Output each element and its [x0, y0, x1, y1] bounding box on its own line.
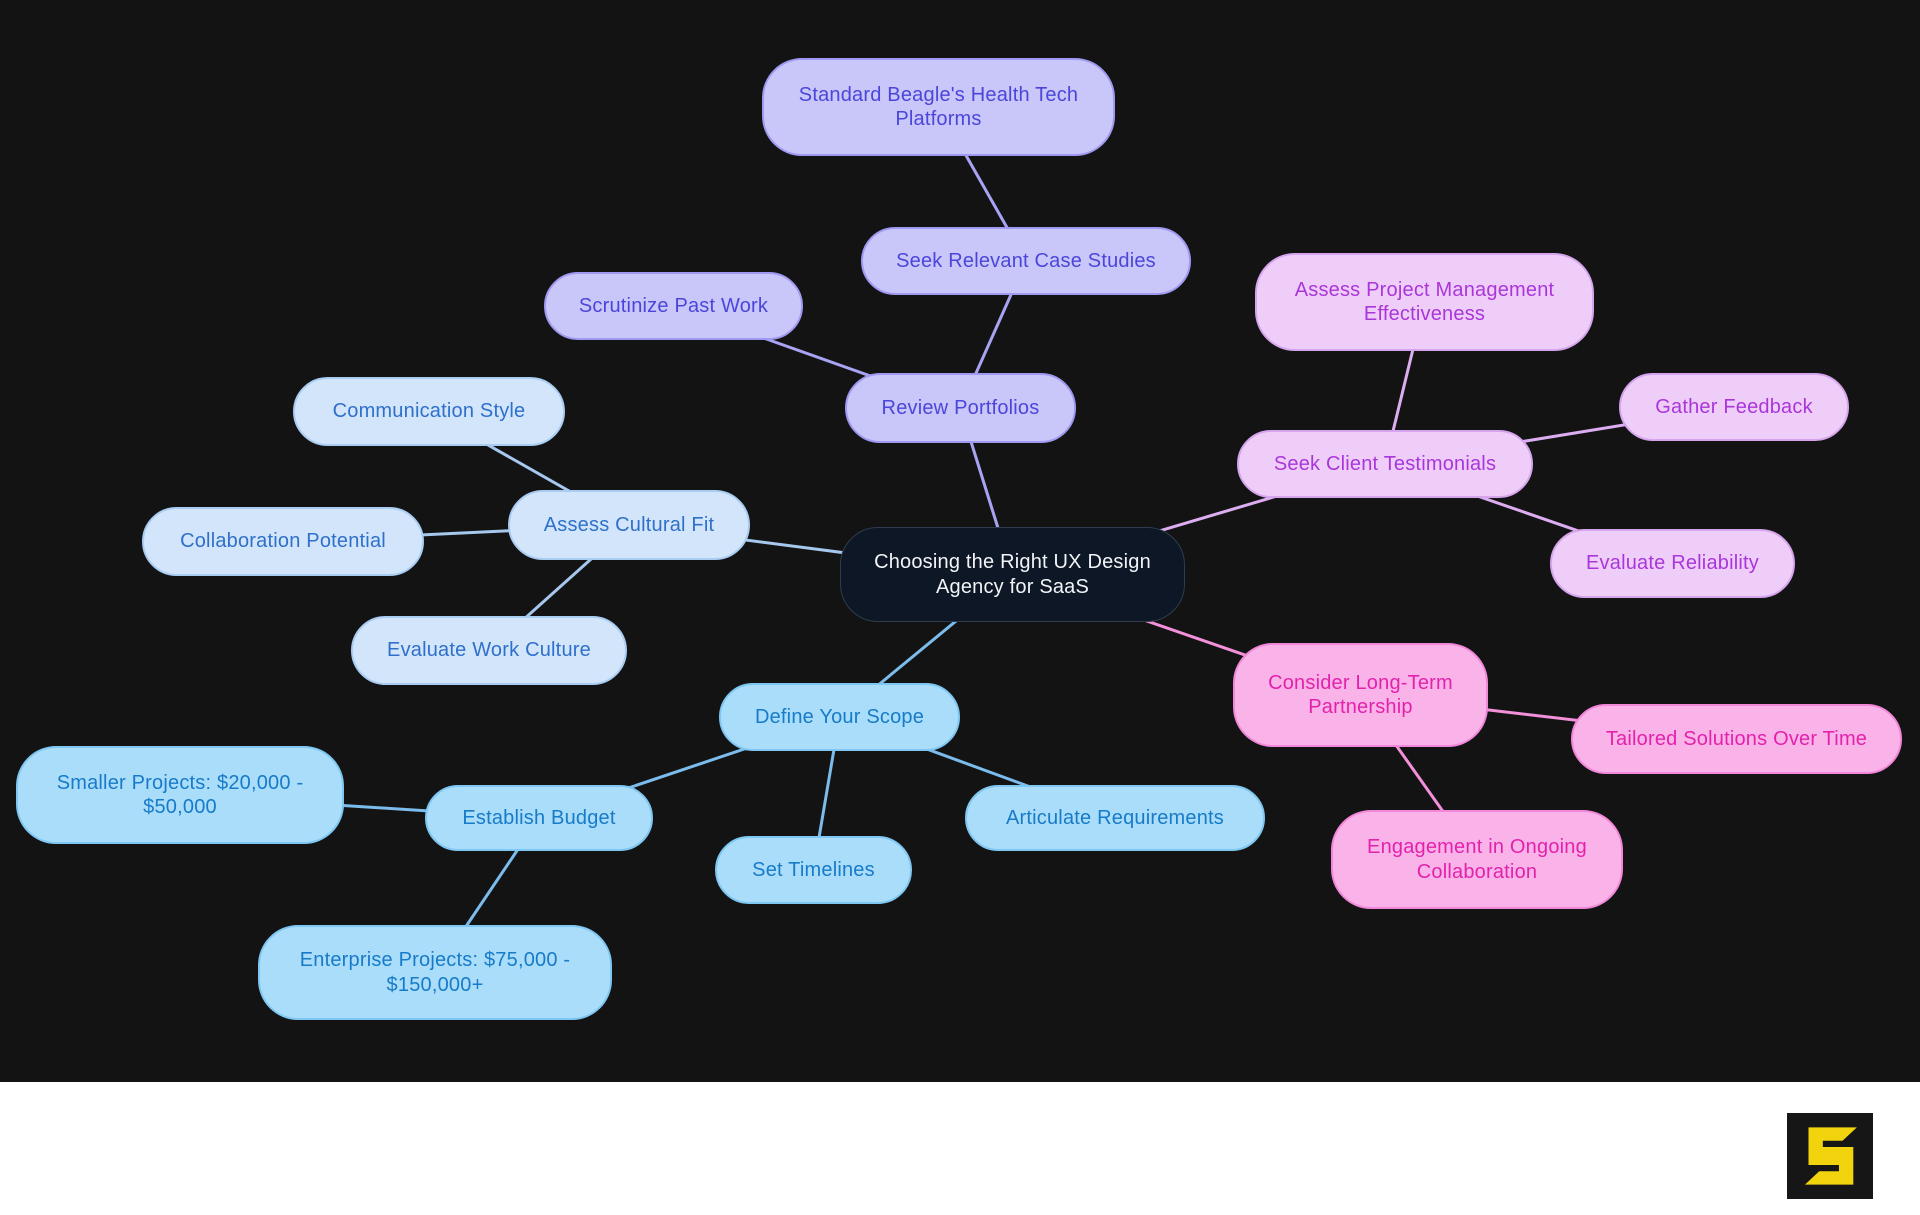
node-central[interactable]: Choosing the Right UX Design Agency for … [840, 527, 1185, 622]
node-smaller-projects[interactable]: Smaller Projects: $20,000 - $50,000 [16, 746, 344, 844]
node-define-your-scope[interactable]: Define Your Scope [719, 683, 960, 751]
node-gather-feedback[interactable]: Gather Feedback [1619, 373, 1849, 441]
node-collaboration-potential[interactable]: Collaboration Potential [142, 507, 424, 576]
node-seek-case-studies[interactable]: Seek Relevant Case Studies [861, 227, 1191, 295]
brand-logo [1787, 1113, 1873, 1199]
footer-strip [0, 1082, 1920, 1215]
node-set-timelines[interactable]: Set Timelines [715, 836, 912, 904]
node-assess-cultural-fit[interactable]: Assess Cultural Fit [508, 490, 750, 560]
node-standard-beagle[interactable]: Standard Beagle's Health Tech Platforms [762, 58, 1115, 156]
mindmap-canvas: Choosing the Right UX Design Agency for … [0, 0, 1920, 1082]
node-assess-pm[interactable]: Assess Project Management Effectiveness [1255, 253, 1594, 351]
node-articulate-requirements[interactable]: Articulate Requirements [965, 785, 1265, 851]
node-enterprise-projects[interactable]: Enterprise Projects: $75,000 - $150,000+ [258, 925, 612, 1020]
node-review-portfolios[interactable]: Review Portfolios [845, 373, 1076, 443]
node-seek-testimonials[interactable]: Seek Client Testimonials [1237, 430, 1533, 498]
node-tailored-solutions[interactable]: Tailored Solutions Over Time [1571, 704, 1902, 774]
node-communication-style[interactable]: Communication Style [293, 377, 565, 446]
node-layer: Choosing the Right UX Design Agency for … [16, 58, 1902, 1020]
node-engagement-ongoing[interactable]: Engagement in Ongoing Collaboration [1331, 810, 1623, 909]
node-evaluate-work-culture[interactable]: Evaluate Work Culture [351, 616, 627, 685]
node-consider-long-term[interactable]: Consider Long-Term Partnership [1233, 643, 1488, 747]
node-evaluate-reliability[interactable]: Evaluate Reliability [1550, 529, 1795, 598]
node-establish-budget[interactable]: Establish Budget [425, 785, 653, 851]
node-scrutinize-past-work[interactable]: Scrutinize Past Work [544, 272, 803, 340]
logo-s-icon [1787, 1113, 1873, 1199]
